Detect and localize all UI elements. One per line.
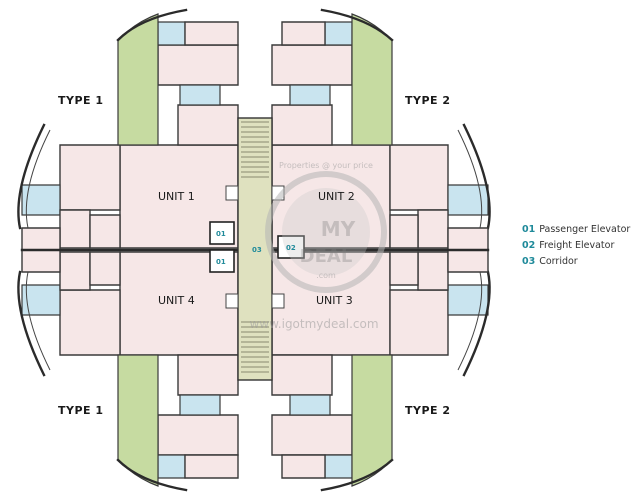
side-notches	[20, 227, 490, 273]
watermark-brand-top: MY	[321, 217, 356, 241]
unit-4-block	[21, 251, 239, 487]
facade-curves	[17, 8, 491, 492]
watermark-domain: .com	[316, 271, 336, 280]
watermark-brand-bottom: DEAL	[300, 246, 353, 267]
core-passenger-2: 01	[216, 258, 226, 266]
legend-num: 02	[522, 240, 536, 251]
core-corridor: 03	[252, 246, 262, 254]
unit-2-block	[271, 13, 489, 249]
watermark-tagline: Properties @ your price	[279, 161, 373, 170]
legend-num: 03	[522, 256, 536, 267]
core-passenger-1: 01	[216, 230, 226, 238]
legend-text: Corridor	[539, 256, 578, 267]
core-freight: 02	[286, 244, 296, 252]
unit-1-block	[21, 13, 239, 249]
type-label-bottom-right: TYPE 2	[405, 404, 451, 417]
unit-label-3: UNIT 3	[316, 294, 353, 307]
type-label-bottom-left: TYPE 1	[58, 404, 104, 417]
type-label-top-left: TYPE 1	[58, 94, 104, 107]
central-core	[209, 117, 305, 381]
unit-label-1: UNIT 1	[158, 190, 195, 203]
unit-label-4: UNIT 4	[158, 294, 195, 307]
legend-num: 01	[522, 224, 536, 235]
legend-text: Passenger Elevator	[539, 224, 631, 235]
legend-text: Freight Elevator	[539, 240, 615, 251]
watermark: Properties @ your price MY DEAL .com www…	[249, 161, 387, 331]
watermark-url: www.igotmydeal.com	[249, 317, 378, 331]
type-label-top-right: TYPE 2	[405, 94, 451, 107]
unit-label-2: UNIT 2	[318, 190, 355, 203]
